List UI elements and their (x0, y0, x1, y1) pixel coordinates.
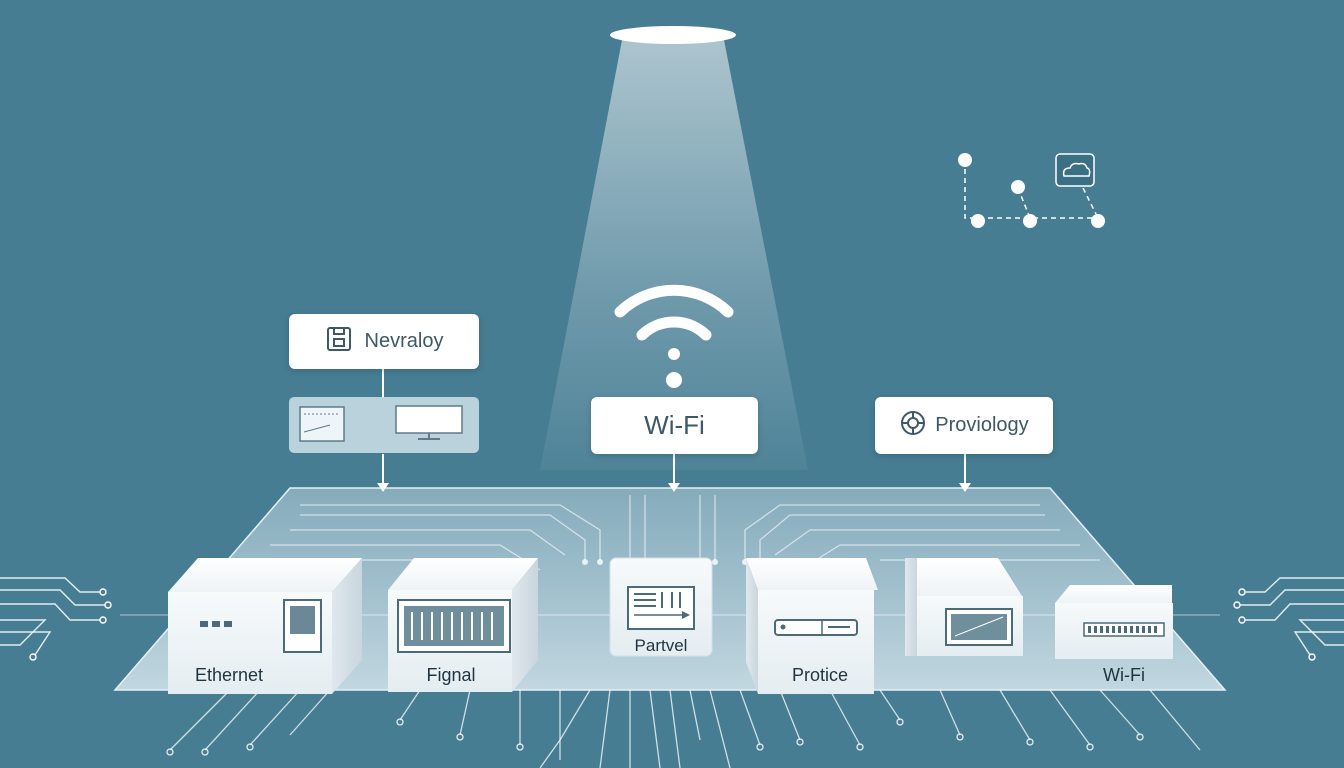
device-label-ethernet: Ethernet (194, 665, 264, 685)
server-icon (200, 599, 322, 653)
node-graph-icon (958, 153, 1105, 228)
label-proviology: Proviology (875, 397, 1053, 454)
computer-monitor-icon (289, 397, 479, 453)
device-label-partvel: Partvel (634, 636, 688, 655)
device-fignal-box (388, 558, 538, 692)
bottom-circuit-traces (169, 689, 1201, 768)
access-point-icon (1083, 622, 1165, 637)
label-wifi-text: Wi-Fi (644, 410, 705, 440)
device-label-fignal: Fignal (426, 665, 476, 685)
document-icon (325, 325, 353, 359)
label-proviology-text: Proviology (935, 414, 1029, 436)
left-side-traces (0, 577, 105, 656)
switch-icon (397, 599, 511, 653)
device-wifi-box (1055, 585, 1173, 659)
router-icon (774, 619, 858, 636)
label-wifi: Wi-Fi (591, 397, 758, 454)
wifi-icon (614, 284, 734, 388)
device-label-wifi: Wi-Fi (1103, 665, 1145, 685)
device-partvel-box (609, 557, 713, 657)
right-side-traces (1240, 577, 1344, 656)
label-nevraloy: Nevraloy (289, 314, 479, 369)
panel-icon (627, 586, 695, 630)
device-ethernet-box (168, 558, 362, 694)
device-monitor-box (905, 558, 1023, 656)
monitor-icon (945, 608, 1013, 646)
connector-lines (382, 369, 966, 488)
label-nevraloy-text: Nevraloy (364, 330, 444, 352)
device-protice-box (746, 558, 878, 694)
cloud-icon (1055, 153, 1095, 187)
spotlight-icon (540, 26, 808, 470)
globe-icon (899, 409, 927, 443)
device-label-protice: Protice (791, 665, 849, 685)
